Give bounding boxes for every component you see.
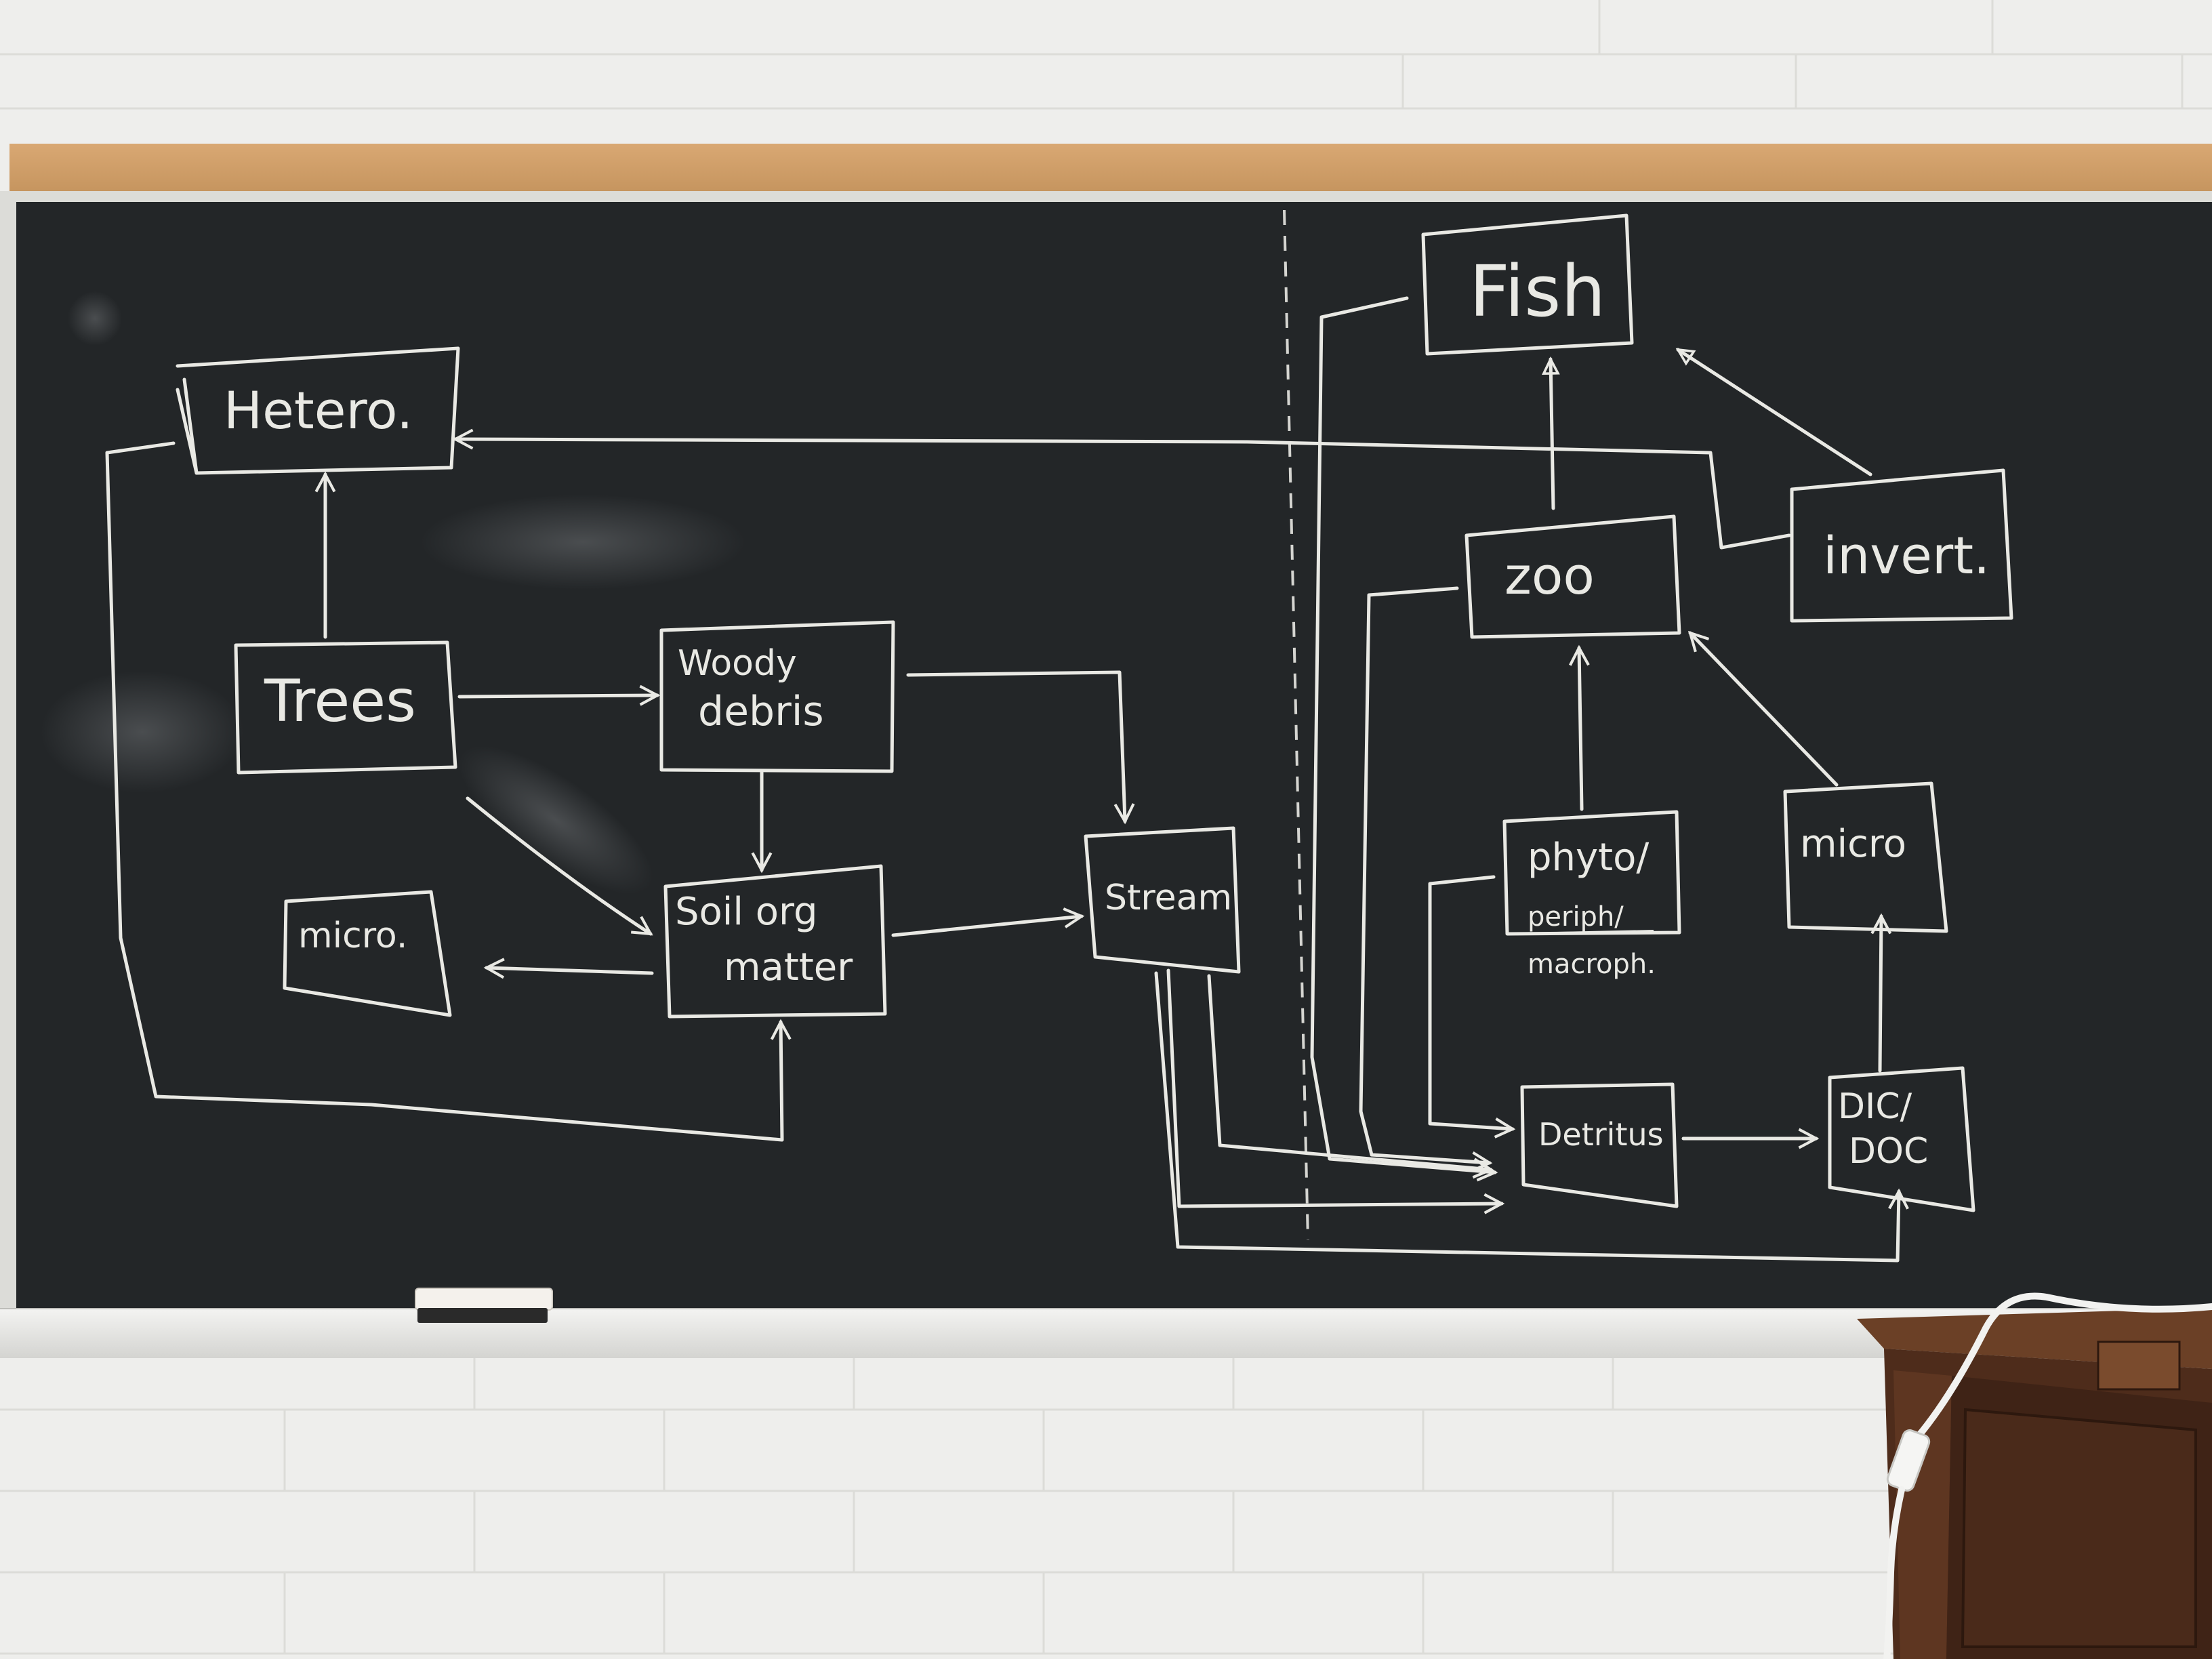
- arrow-phyto-to-detritus: [1428, 875, 1516, 1139]
- erased-smudges: [41, 291, 745, 895]
- dashed-divider: [1283, 209, 1309, 1241]
- arrow-fish-to-detritus: [1310, 296, 1498, 1182]
- invert-box: [1790, 468, 2013, 623]
- wooden-podium: [1857, 1308, 2212, 1659]
- trees-box: [234, 640, 457, 775]
- chalk-tray: [0, 1308, 2212, 1358]
- hetero-box: [176, 346, 460, 475]
- arrow-invert-to-fish: [1675, 348, 1872, 476]
- chalkboard-eraser[interactable]: [415, 1288, 553, 1326]
- label-woody: Woody: [678, 643, 797, 684]
- dic-doc-box: [1828, 1066, 1975, 1212]
- label-soil-line2: matter: [724, 945, 853, 989]
- label-doc: DOC: [1849, 1131, 1928, 1172]
- label-debris: debris: [698, 688, 824, 735]
- arrow-stream-to-detritus-2: [1166, 968, 1505, 1214]
- detritus-box: [1520, 1082, 1679, 1208]
- arrow-soil-to-stream: [891, 907, 1085, 937]
- chalkboard-top-frame: [9, 144, 2212, 191]
- arrow-zoo-to-fish: [1542, 356, 1560, 510]
- arrow-trees-to-soil: [466, 796, 653, 936]
- micro-right-box: [1783, 781, 1948, 933]
- eraser-felt: [415, 1288, 553, 1311]
- arrow-stream-to-dic: [1154, 971, 1909, 1263]
- label-micro-right: micro: [1800, 822, 1906, 866]
- eraser-base: [417, 1308, 548, 1323]
- arrow-soil-to-micro: [483, 958, 654, 979]
- arrow-invert-to-hetero: [452, 428, 1791, 550]
- arrow-dic-to-micro: [1870, 913, 1892, 1073]
- label-phyto-line2: periph/: [1528, 901, 1624, 933]
- label-micro-left: micro.: [298, 916, 407, 956]
- board-surface: [16, 202, 2212, 1311]
- label-hetero: Hetero.: [224, 380, 413, 441]
- woody-debris-box: [659, 620, 895, 773]
- label-invert: invert.: [1823, 525, 1990, 586]
- zoo-box: [1465, 514, 1681, 639]
- arrow-zoo-to-detritus: [1359, 586, 1493, 1172]
- micro-left-box: [283, 890, 452, 1017]
- soil-box: [663, 864, 887, 1019]
- label-detritus: Detritus: [1538, 1116, 1664, 1153]
- arrow-trees-to-woody: [457, 684, 661, 706]
- label-dic: DIC/: [1838, 1086, 1912, 1127]
- arrow-micro-to-zoo: [1687, 630, 1839, 787]
- phyto-underline: [1524, 930, 1654, 935]
- label-phyto-line1: phyto/: [1528, 836, 1649, 880]
- arrow-woody-to-stream: [906, 670, 1135, 825]
- label-phyto-line3: macroph.: [1528, 949, 1656, 980]
- label-stream: Stream: [1105, 878, 1232, 918]
- label-zoo: zoo: [1504, 546, 1595, 606]
- power-cord: [1883, 1292, 2212, 1659]
- stream-box: [1084, 826, 1241, 974]
- phyto-box: [1502, 810, 1681, 936]
- label-fish: Fish: [1469, 250, 1605, 333]
- arrow-hetero-loop-to-soil: [105, 441, 792, 1142]
- fish-box: [1421, 213, 1634, 356]
- arrow-phyto-to-zoo: [1569, 644, 1590, 811]
- arrow-stream-to-detritus-1: [1207, 974, 1494, 1179]
- label-trees: Trees: [264, 668, 416, 735]
- label-soil-line1: Soil org: [675, 890, 818, 934]
